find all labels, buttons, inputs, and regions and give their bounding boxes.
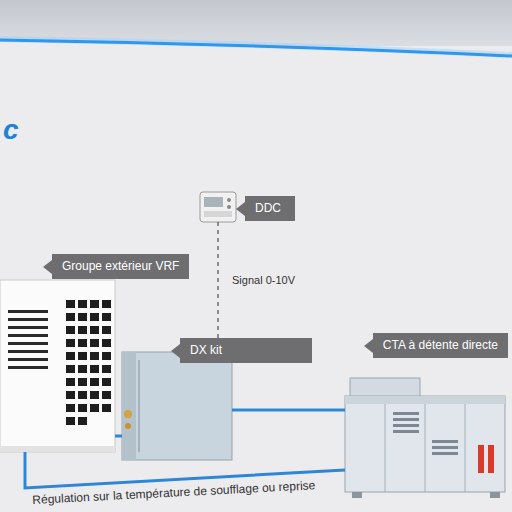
vrf-unit: Groupe extérieur VRF	[0, 280, 115, 452]
ddc-device: DDC	[200, 192, 236, 222]
signal-label: Signal 0-10V	[229, 272, 298, 288]
note-text: Régulation sur la température de souffla…	[32, 478, 316, 507]
diagram-title: c	[3, 114, 19, 146]
callout-tag: CTA à détente directe	[373, 333, 508, 358]
callout-tag: DDC	[245, 196, 295, 221]
callout-tag: DX kit	[180, 338, 312, 363]
dx-kit: DX kit	[122, 352, 232, 460]
air-handling-unit	[345, 378, 505, 498]
refrigerant-pipe	[232, 409, 345, 412]
ddc-controller	[200, 192, 236, 222]
dx-kit-box	[122, 352, 232, 460]
vrf-outdoor-unit	[0, 280, 115, 452]
air-handling-unit: CTA à détente directe	[345, 378, 505, 492]
callout-tag: Groupe extérieur VRF	[52, 254, 189, 279]
banner-base	[0, 42, 512, 66]
refrigerant-pipe	[115, 435, 122, 438]
signal-line	[217, 222, 219, 352]
